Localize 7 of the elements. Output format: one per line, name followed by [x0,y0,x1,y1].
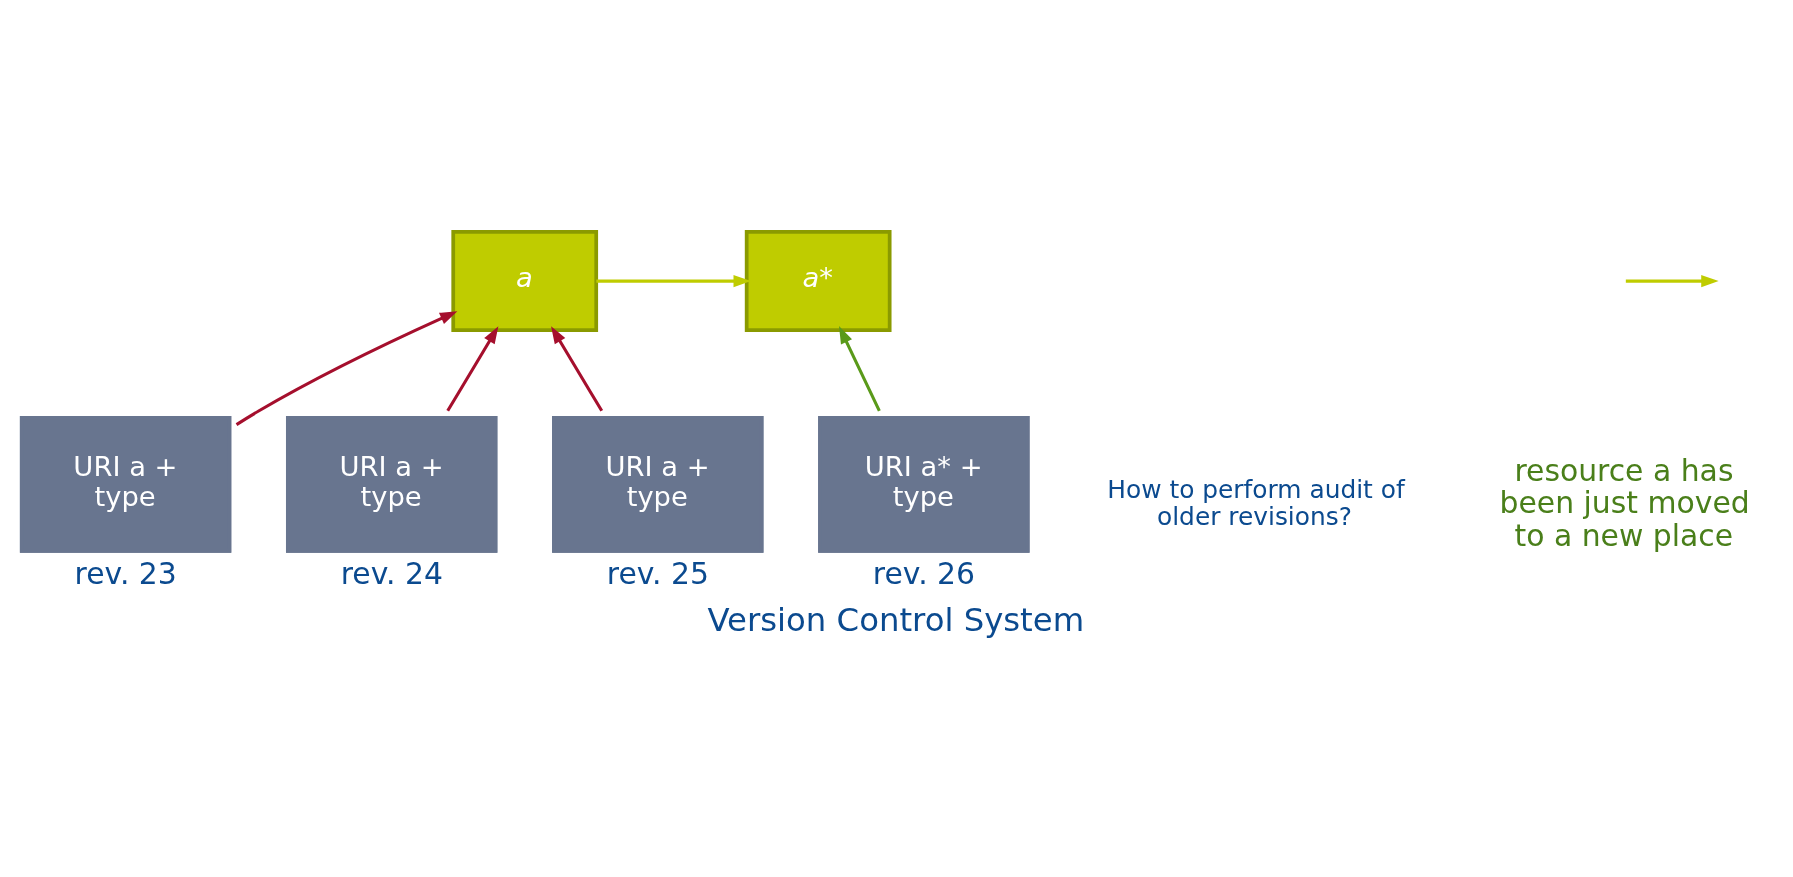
legend-label: resource a has been just moved to a new place [1499,452,1750,553]
node-label: rev. 26 [872,555,976,591]
caption: Version Control System [707,600,1085,639]
label: How to perform audit of older revisions? [1107,474,1405,531]
node-label: rev. 24 [340,555,443,591]
node-label: rev. 23 [74,555,177,591]
node-label: rev. 25 [606,555,710,591]
